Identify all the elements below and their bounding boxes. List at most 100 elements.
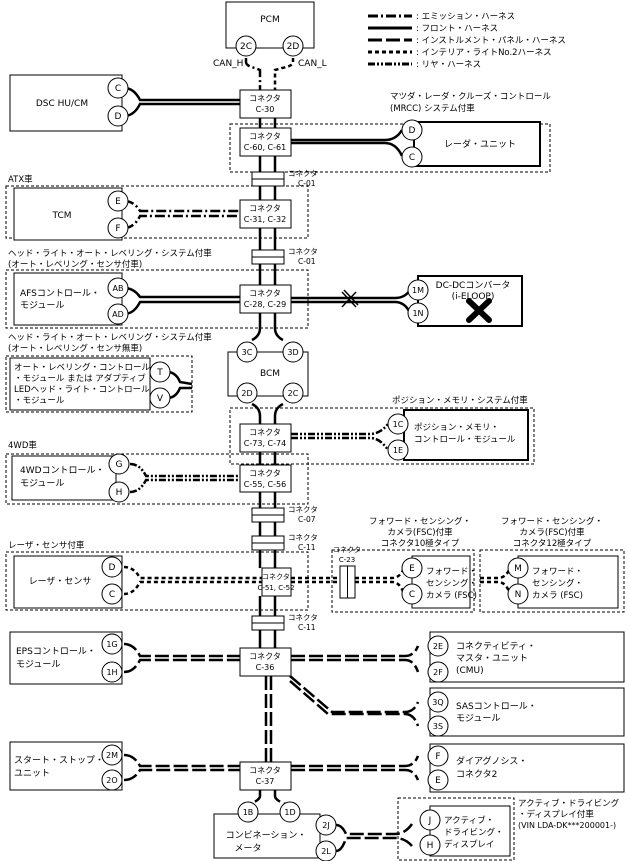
pin-posmem-1c	[387, 413, 409, 435]
wire-trunk-4	[258, 452, 277, 465]
mrcc-cond-1: マツダ・レーダ・クルーズ・コントロール	[390, 91, 551, 102]
lev-cond-1: ヘッド・ライト・オート・レベリング・システム付車	[8, 332, 212, 343]
connector-c60	[239, 127, 292, 157]
connector-c28	[239, 284, 292, 314]
cmu-pin-2f: 2F	[433, 668, 443, 677]
posmem-box	[403, 409, 529, 461]
leveling-box	[9, 357, 151, 411]
wire-trunk-1	[258, 118, 277, 128]
pin-sas-3q	[427, 691, 449, 713]
adisp-cond-3: (VIN LDA-DK***200001-)	[518, 821, 616, 830]
legend-label-emission: : エミッション・ハーネス	[416, 12, 515, 22]
ss-pin-2m: 2M	[106, 751, 118, 760]
lev-cond-2: (オート・レベリング・センサ無車)	[8, 343, 142, 354]
c55-l2: C-55, C-56	[244, 480, 286, 489]
pin-leveling-t	[149, 361, 171, 383]
dcdc-disabled-cross	[466, 298, 492, 323]
bcm-pin-3c: 3C	[242, 348, 253, 357]
fsc10-pin-c: C	[409, 590, 415, 600]
c01b-l2: C-01	[298, 257, 316, 266]
pin-tcm-e	[107, 190, 129, 212]
c23-l1: コネクタ	[333, 545, 361, 554]
wire-trunk-7	[264, 676, 273, 762]
adisp-option-frame	[397, 797, 515, 861]
c31-l2: C-31, C-32	[244, 215, 286, 224]
c01a-l2: C-01	[298, 179, 316, 188]
radar-label: レーダ・ユニット	[444, 138, 516, 150]
meter-pin-2j: 2J	[322, 821, 329, 830]
pin-bcm-2d	[236, 382, 258, 404]
meter-box	[213, 813, 321, 859]
fsc10-cond-2: カメラ(FSC)付車	[387, 527, 453, 538]
sas-pin-3q: 3Q	[432, 698, 443, 707]
c01b-l1: コネクタ	[288, 247, 318, 256]
bcm-pin-2d: 2D	[241, 389, 252, 398]
pcm-label: PCM	[260, 15, 279, 25]
fsc10-label-2: センシング・	[426, 578, 477, 589]
pin-fsc10-c	[401, 583, 423, 605]
c37-l2: C-37	[256, 777, 275, 786]
pin-4wd-g	[108, 453, 130, 475]
fsc10-label-3: カメラ (FSC)	[426, 591, 477, 601]
pin-dcdc-1n	[407, 302, 429, 324]
wire-meter	[249, 790, 286, 806]
dlc-pin-f: F	[435, 752, 440, 762]
pin-pcm-2c	[235, 35, 257, 57]
adisp-pin-h: H	[427, 841, 434, 851]
pin-dlc-e	[427, 769, 449, 791]
fsc10-pin-e: E	[409, 564, 415, 574]
4wd-label-1: 4WDコントロール・	[20, 466, 105, 476]
wire-can-l-pcm	[273, 58, 295, 90]
radar-pin-c: C	[409, 153, 415, 163]
pin-fsc12-n	[507, 583, 529, 605]
laser-cond: レーザ・センサ付車	[8, 540, 85, 551]
fsc12-cond-3: コネクタ12極タイプ	[513, 538, 592, 549]
adisp-box	[429, 805, 511, 857]
pin-meter-1d	[279, 801, 301, 823]
eps-label-1: EPSコントロール・	[16, 647, 96, 657]
connector-c30	[239, 89, 292, 119]
wire-trunk-5	[258, 492, 277, 568]
wire-afs	[123, 286, 240, 316]
connector-c51	[261, 567, 292, 597]
dcdc-pin-1m: 1M	[412, 286, 424, 295]
adisp-cond-1: アクティブ・ドライビング	[518, 798, 620, 809]
cmu-label-3: (CMU)	[456, 666, 484, 676]
wire-tcm	[123, 199, 240, 230]
fsc12-pin-n: N	[515, 590, 522, 600]
cmu-pin-2e: 2E	[433, 642, 443, 651]
c07-l1: コネクタ	[288, 505, 318, 514]
c11a-l2: C-11	[298, 543, 316, 552]
c36-l2: C-36	[256, 663, 275, 672]
cmu-label-1: コネクティビティ・	[456, 641, 536, 652]
connector-c37	[239, 761, 292, 791]
4wd-pin-h: H	[116, 488, 123, 498]
wire-dsc	[123, 86, 240, 118]
dlc-pin-e: E	[435, 776, 441, 786]
pin-leveling-v	[149, 387, 171, 409]
c11b-l1: コネクタ	[288, 613, 318, 622]
tcm-pin-f: F	[115, 224, 120, 234]
pin-meter-1b	[237, 801, 259, 823]
pin-ss-2m	[101, 744, 123, 766]
tcm-box	[13, 187, 123, 241]
adisp-label-1: アクティブ・	[444, 815, 494, 826]
c28-l2: C-28, C-29	[244, 300, 286, 309]
eps-pin-1h: 1H	[106, 668, 117, 677]
pin-radar-c	[401, 146, 423, 168]
pin-laser-d	[101, 556, 123, 578]
connector-c36	[239, 647, 292, 677]
can-l-label: CAN_L	[298, 59, 327, 69]
wire-adisp	[335, 823, 414, 853]
legend: : エミッション・ハーネス: フロント・ハーネス: インストルメント・パネル・ハ…	[368, 12, 566, 70]
c30-l2: C-30	[256, 105, 275, 114]
wire-can-h-pcm	[244, 58, 262, 90]
c51-l1: コネクタ	[262, 572, 290, 581]
laser-label: レーザ・センサ	[29, 576, 92, 587]
c73-l1: コネクタ	[249, 428, 281, 437]
wire-bcm-top	[251, 313, 284, 342]
ss-label-1: スタート・ストップ・	[14, 755, 104, 766]
wire-startstop	[123, 753, 240, 782]
wire-bcm-bottom	[251, 402, 284, 424]
dlc-box	[429, 743, 625, 793]
